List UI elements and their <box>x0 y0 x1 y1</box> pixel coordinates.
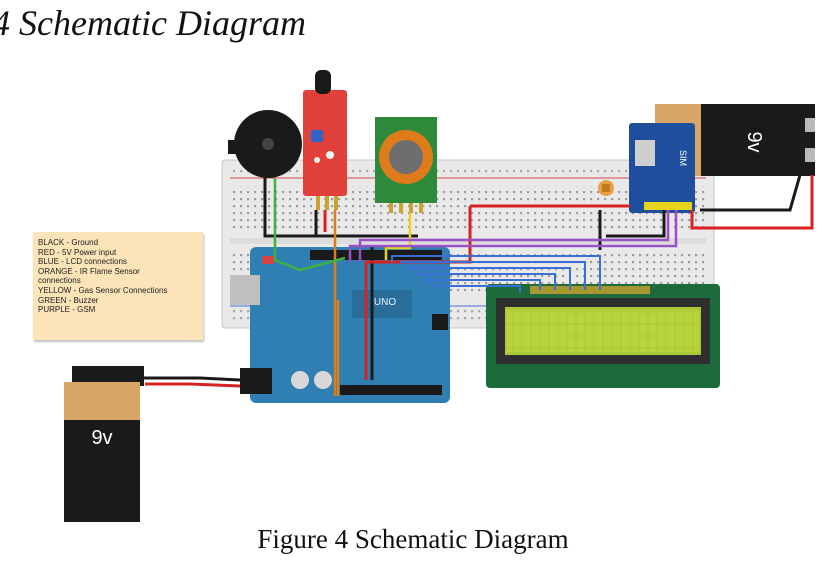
ground-wires <box>140 174 802 382</box>
legend-line: GREEN - Buzzer <box>38 295 99 305</box>
legend-line: connections <box>38 276 81 286</box>
ir-flame-sensor <box>303 70 347 210</box>
wire-color-legend: BLACK - Ground RED - 5V Power input BLUE… <box>33 232 203 340</box>
figure-caption: Figure 4 Schematic Diagram <box>257 524 569 554</box>
arduino-label: UNO <box>374 297 396 308</box>
battery-bottom-label: 9v <box>91 427 112 449</box>
buzzer <box>228 110 302 178</box>
gas-sensor <box>375 117 437 213</box>
legend-line: RED - 5V Power input <box>38 247 117 257</box>
gas-wires <box>384 213 412 260</box>
legend-line: ORANGE - IR Flame Sensor <box>38 266 140 276</box>
lcd-wires <box>391 255 601 292</box>
gsm-wires <box>348 210 678 262</box>
legend-line: BLUE - LCD connections <box>38 257 127 267</box>
battery-bottom: 9v <box>64 366 144 522</box>
section-heading: 4 Schematic Diagram <box>0 3 306 43</box>
battery-top-label: 9v <box>743 131 765 152</box>
legend-line: BLACK - Ground <box>38 238 99 247</box>
potentiometer <box>598 180 614 196</box>
arduino-board: UNO <box>230 247 450 403</box>
buzzer-wires <box>273 178 346 272</box>
legend-line: YELLOW - Gas Sensor Connections <box>38 285 168 295</box>
gsm-module: SIM <box>629 123 695 213</box>
legend-line: PURPLE - GSM <box>38 305 96 315</box>
flame-wires <box>333 210 340 396</box>
lcd-display <box>486 284 720 388</box>
gsm-sim-label: SIM <box>678 150 688 166</box>
